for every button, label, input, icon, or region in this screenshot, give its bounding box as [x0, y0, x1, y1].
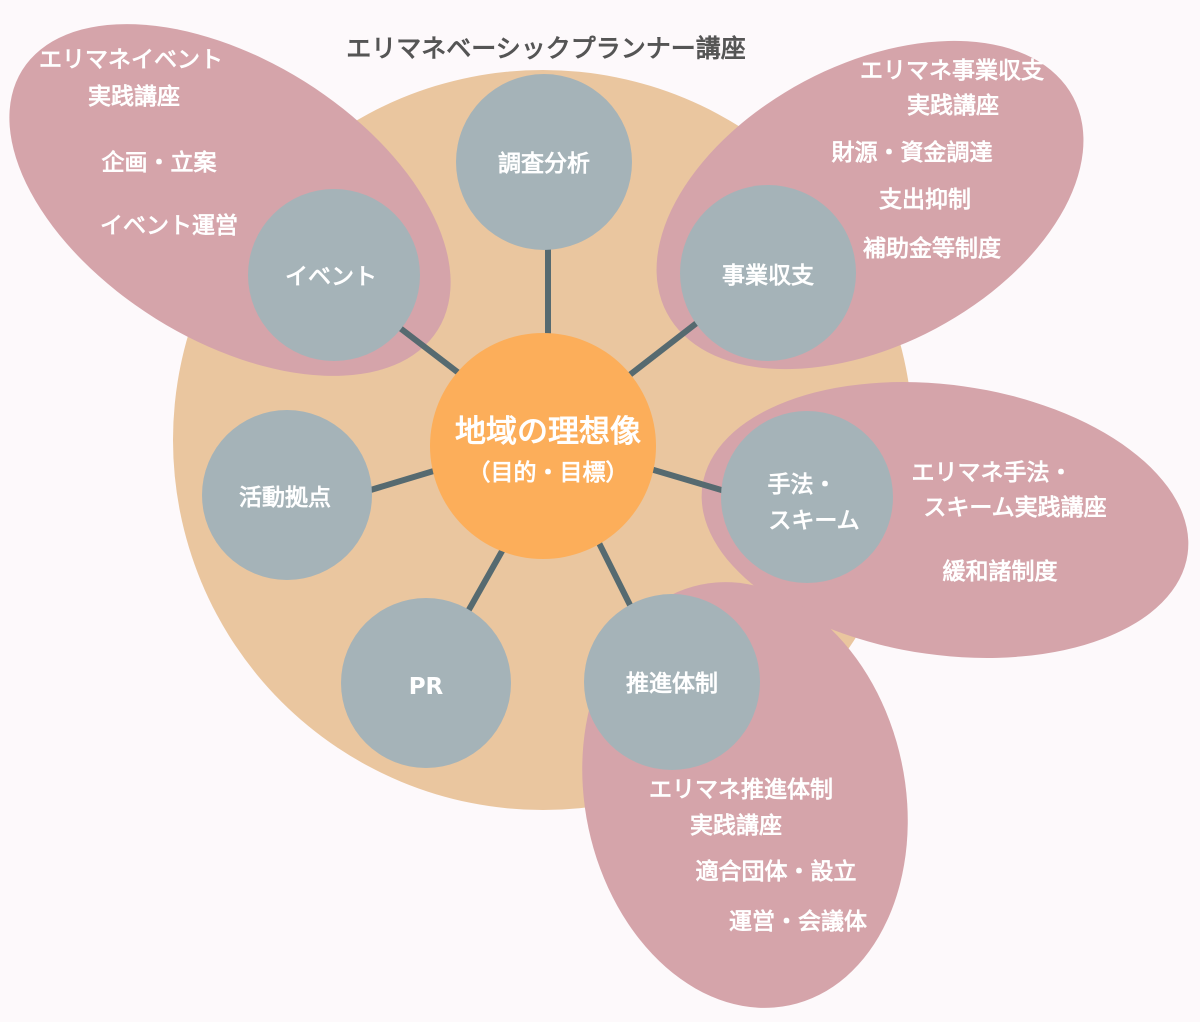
promotion-course-item: 適合団体・設立	[696, 858, 857, 885]
hub-pr-label: PR	[409, 674, 444, 700]
business-course-item: 補助金等制度	[862, 235, 1002, 262]
business-course-item: 財源・資金調達	[832, 139, 993, 166]
event-course-title-1: エリマネイベント	[39, 47, 223, 73]
promotion-course-title-2: 実践講座	[690, 812, 782, 839]
method-course-item: 緩和諸制度	[943, 558, 1059, 585]
hub-survey-label: 調査分析	[498, 150, 590, 177]
hub-business-label: 事業収支	[722, 262, 815, 289]
promotion-course-title-1: エリマネ推進体制	[649, 777, 833, 803]
center-title: 地域の理想像	[455, 414, 641, 450]
event-course-title-2: 実践講座	[88, 83, 180, 110]
event-course-item: イベント運営	[100, 212, 238, 239]
hub-event-label: イベント	[285, 264, 377, 290]
method-course-title-1: エリマネ手法・	[912, 460, 1073, 486]
promotion-course-item: 運営・会議体	[729, 908, 868, 935]
diagram-title: エリマネベーシックプランナー講座	[346, 34, 746, 63]
hub-business	[680, 185, 856, 361]
event-course-item: 企画・立案	[101, 149, 218, 176]
hub-method	[721, 411, 893, 583]
hub-method-label-2: スキーム	[768, 508, 859, 534]
center-subtitle: （目的・目標）	[468, 459, 629, 486]
hub-survey	[456, 74, 632, 250]
center-circle	[430, 333, 656, 559]
hub-base	[202, 410, 372, 580]
method-course-title-2: スキーム実践講座	[923, 494, 1106, 521]
business-course-title-1: エリマネ事業収支	[860, 57, 1045, 84]
business-course-item: 支出抑制	[878, 187, 971, 213]
hub-promotion	[584, 594, 760, 770]
hub-pr	[341, 598, 511, 768]
hub-base-label: 活動拠点	[239, 485, 331, 511]
connector-business	[625, 312, 709, 380]
hub-event	[248, 189, 420, 361]
business-course-title-2: 実践講座	[907, 92, 999, 119]
hub-method-label-1: 手法・	[768, 472, 837, 498]
hub-promotion-label: 推進体制	[626, 671, 718, 697]
